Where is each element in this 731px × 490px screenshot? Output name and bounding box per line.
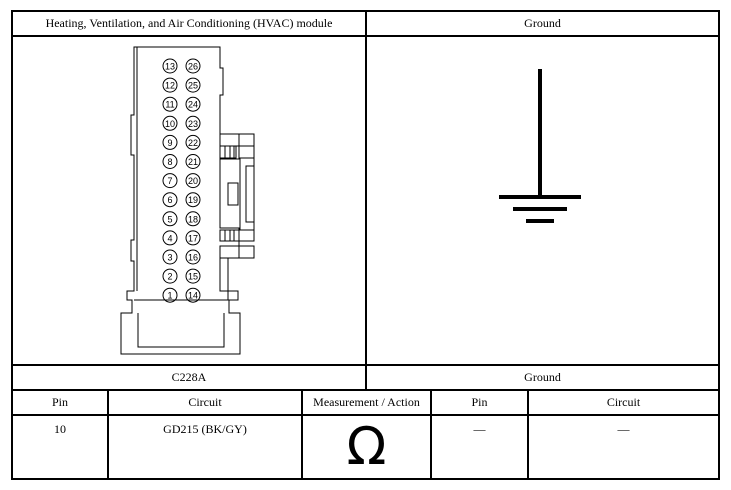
connector-pin [162,58,178,74]
connector-pin-label: 10 [165,119,175,129]
connector-pin-label: 26 [188,62,198,72]
connector-pin [185,134,201,150]
col-header-pin: Pin [51,395,68,409]
divider [107,389,109,478]
connector-pin-label: 23 [188,119,198,129]
connector-pin-label: 4 [167,233,172,243]
connector-pin-label: 24 [188,100,198,110]
connector-pin-label: 19 [188,195,198,205]
connector-pin-label: 1 [167,291,172,301]
divider [13,414,718,416]
connector-face-icon: 1312111098765432126252423222120191817161… [120,46,255,355]
connector-pin-label: 13 [165,62,175,72]
connector-pin [162,249,178,265]
col-header-circuit-2: Circuit [606,395,641,409]
latch-button [227,182,239,206]
connector-pin [185,96,201,112]
divider [13,364,718,366]
row-pin-2: — [473,422,486,436]
divider [13,389,718,391]
connector-pin-label: 12 [165,81,175,91]
connector-pin [185,211,201,227]
divider [301,389,303,478]
connector-pin-label: 6 [167,195,172,205]
connector-pin [162,134,178,150]
connector-pin [162,96,178,112]
connector-pin [185,249,201,265]
connector-pin [162,287,178,303]
connector-pin [185,192,201,208]
connector-pin-label: 3 [167,253,172,263]
ground-symbol-icon [499,69,581,223]
connector-pin-label: 9 [167,138,172,148]
divider [527,389,529,478]
connector-pin [185,173,201,189]
connector-pin-label: 16 [188,253,198,263]
module-title: Heating, Ventilation, and Air Conditioni… [45,16,333,30]
row-circuit: GD215 (BK/GY) [163,422,247,436]
connector-pin [185,154,201,169]
connector-label: C228A [171,370,207,384]
ground-title: Ground [524,16,561,30]
connector-housing [120,46,241,355]
connector-pin [162,154,178,169]
connector-pin [162,115,178,131]
connector-pin-label: 25 [188,81,198,91]
ohm-symbol: Ω [346,417,387,477]
connector-pin-label: 2 [167,272,172,282]
divider [365,12,367,390]
connector-pin [185,77,201,93]
connector-pin [185,115,201,131]
connector-pin-label: 5 [167,214,172,224]
connector-pin [162,211,178,227]
latch [219,133,255,147]
connector-pin-label: 15 [188,272,198,282]
col-header-circuit: Circuit [188,395,222,409]
connector-pin [185,58,201,74]
connector-pin-label: 14 [188,291,198,301]
row-pin: 10 [54,422,66,436]
connector-pin-label: 22 [188,138,198,148]
test-sheet: Heating, Ventilation, and Air Conditioni… [11,10,720,480]
divider [430,389,432,478]
connector-pin [162,230,178,246]
connector-pin-label: 20 [188,176,198,186]
connector-pin-label: 21 [188,157,198,167]
row-measurement-ohm-icon: Ω [303,416,430,478]
connector-pin-label: 18 [188,214,198,224]
connector-pin [162,77,178,93]
connector-pin [185,287,201,303]
ground-label: Ground [524,370,561,384]
connector-pin [185,230,201,246]
ground-diagram [367,37,718,364]
col-header-measurement: Measurement / Action [313,395,420,409]
connector-pin [162,192,178,208]
connector-pin [162,268,178,284]
connector-pin-label: 11 [165,100,174,110]
connector-pin-label: 7 [167,176,172,186]
connector-pin [162,173,178,189]
connector-pin [185,268,201,284]
connector-base [137,313,225,348]
connector-pin-label: 8 [167,157,172,167]
row-circuit-2: — [617,422,630,436]
col-header-pin-2: Pin [471,395,488,409]
connector-pin-label: 17 [188,233,198,243]
divider [13,35,718,37]
